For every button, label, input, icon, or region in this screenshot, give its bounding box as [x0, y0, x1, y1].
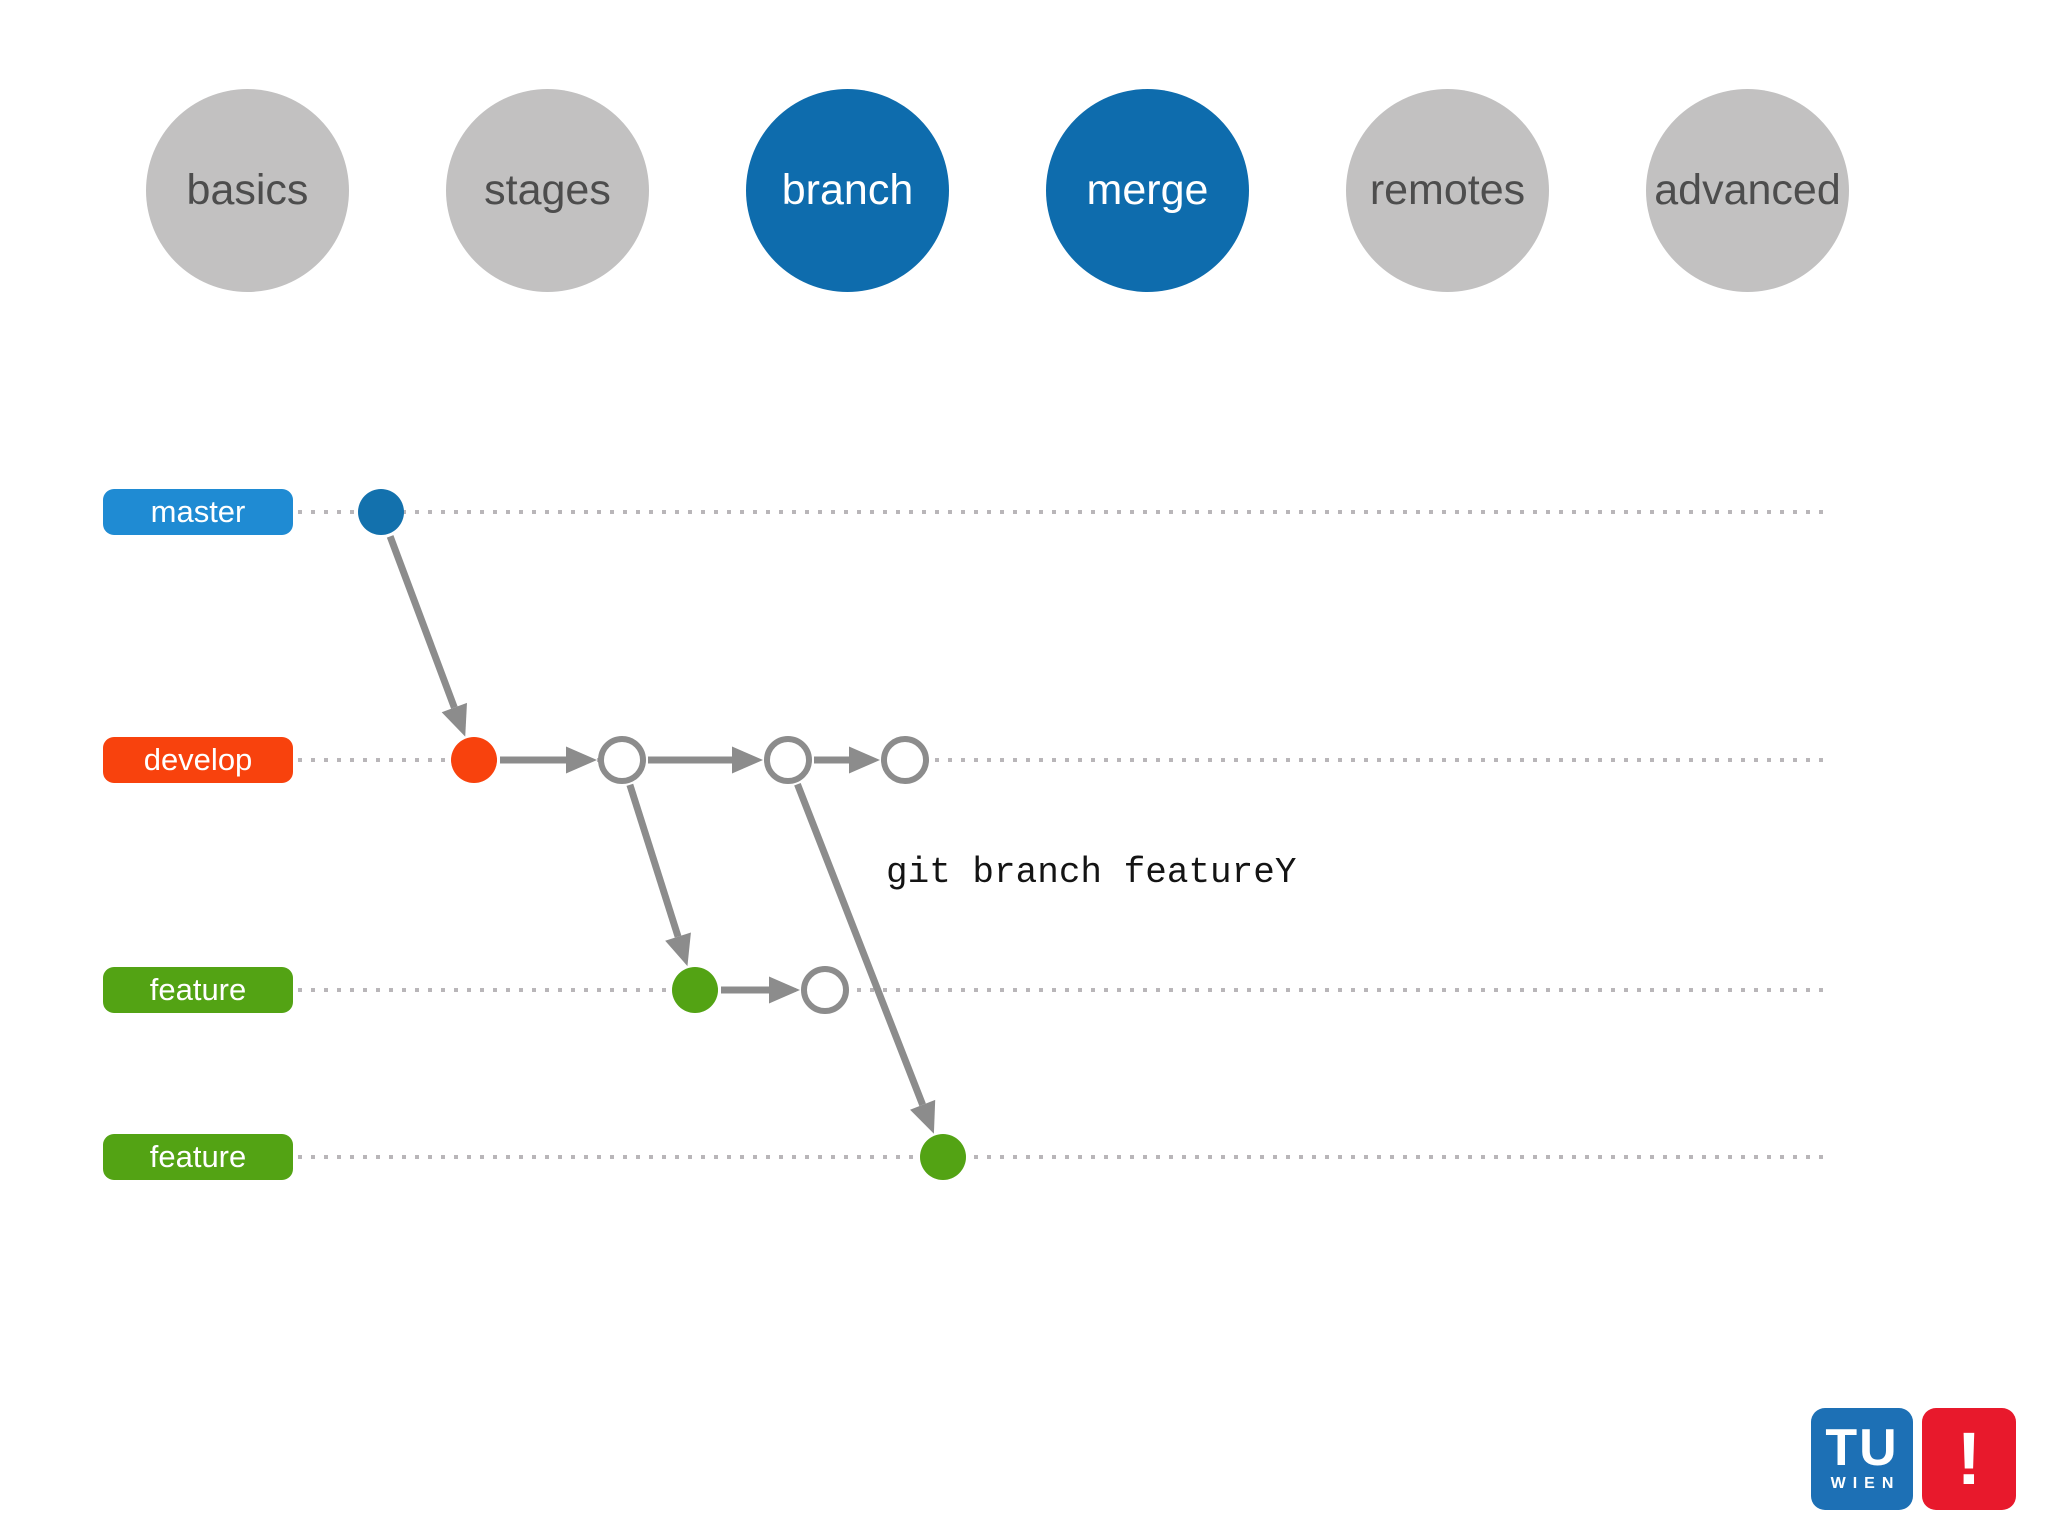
topic-circle-merge: merge — [1046, 89, 1249, 292]
commit-f1a — [672, 967, 718, 1013]
commit-f2a — [920, 1134, 966, 1180]
arrowhead-d3-f2a — [910, 1099, 936, 1134]
topic-circle-remotes: remotes — [1346, 89, 1549, 292]
git-command-annotation: git branch featureY — [886, 852, 1297, 893]
commit-d3 — [764, 736, 812, 784]
arrowhead-d3-d4 — [849, 746, 880, 774]
exclamation-icon: ! — [1956, 1417, 1982, 1500]
arrowhead-m1-d1 — [441, 702, 467, 737]
commit-d4 — [881, 736, 929, 784]
edge-m1-d1 — [386, 535, 458, 709]
commit-m1 — [358, 489, 404, 535]
arrowhead-f1a-f1b — [769, 976, 800, 1004]
commit-d2 — [598, 736, 646, 784]
branch-label-feature1: feature — [103, 967, 293, 1013]
edge-d3-f2a — [794, 782, 926, 1107]
topics-row: basics stages branch merge remotes advanced — [146, 89, 1849, 292]
edge-d2-f1a — [626, 783, 682, 938]
topic-circle-branch: branch — [746, 89, 949, 292]
topic-circle-stages: stages — [446, 89, 649, 292]
tu-wien-logo-blue-box: TU WIEN — [1811, 1408, 1913, 1510]
commit-f1b — [801, 966, 849, 1014]
topic-circle-advanced: advanced — [1646, 89, 1849, 292]
logo-tu-text: TU — [1825, 1418, 1899, 1477]
logo-wien-text: WIEN — [1830, 1475, 1901, 1493]
arrowhead-d2-d3 — [732, 746, 763, 774]
arrowhead-d2-f1a — [665, 932, 691, 967]
branch-label-master: master — [103, 489, 293, 535]
commit-d1 — [451, 737, 497, 783]
logo-exclamation-box: ! — [1922, 1408, 2016, 1510]
tu-wien-logo: TU WIEN ! — [1811, 1408, 2016, 1510]
branch-label-develop: develop — [103, 737, 293, 783]
topic-circle-basics: basics — [146, 89, 349, 292]
arrowhead-d1-d2 — [566, 746, 597, 774]
branch-label-feature2: feature — [103, 1134, 293, 1180]
